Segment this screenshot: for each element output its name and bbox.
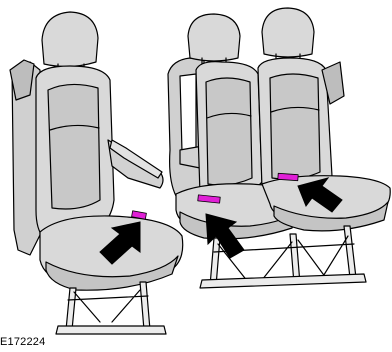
single-seat-frame-foot [56, 326, 166, 334]
single-seat-frame [66, 288, 76, 330]
single-seat-backrest-panel [48, 84, 100, 209]
double-seat-b-headrest [262, 8, 314, 57]
figure-reference-code: E172224 [0, 336, 45, 348]
single-seat [10, 12, 183, 334]
double-seat-side-handle [180, 74, 196, 152]
single-seat-headrest [42, 12, 98, 67]
double-seat [168, 8, 390, 288]
double-seat-frame [344, 226, 356, 278]
double-seat-a-backrest-panel [206, 78, 252, 185]
double-seat-frame-foot [200, 274, 366, 288]
double-seat-b-buckle-highlight [278, 173, 298, 180]
double-seat-a-headrest [188, 14, 240, 61]
single-seat-frame [140, 282, 150, 330]
double-seat-b-backrest-panel [270, 74, 320, 179]
